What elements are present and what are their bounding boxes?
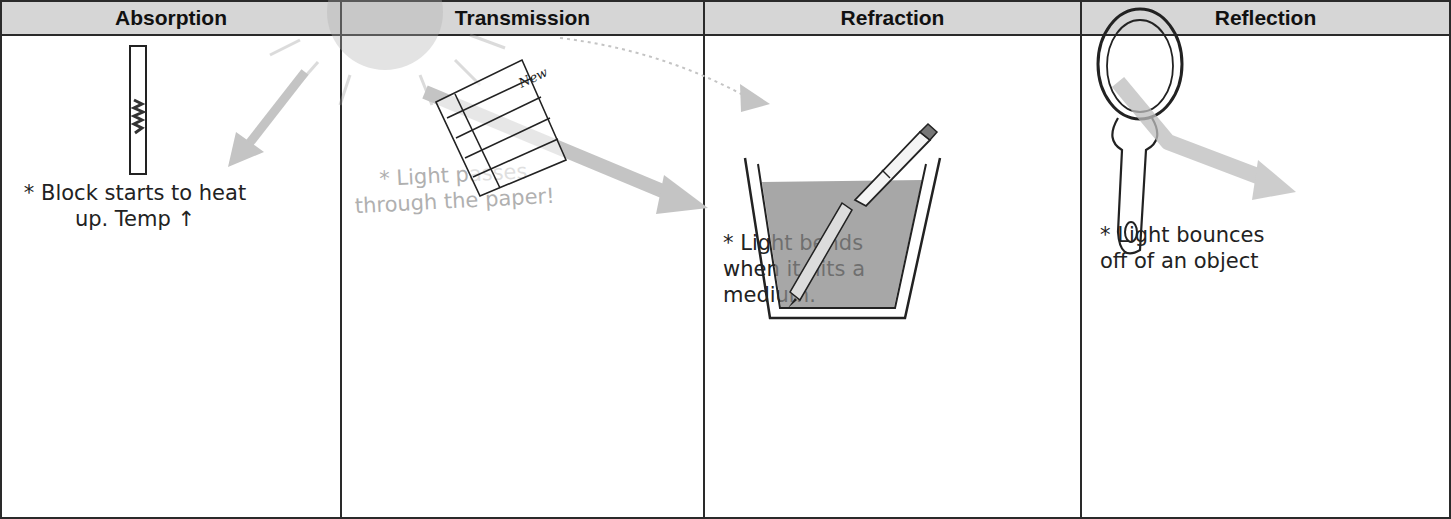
column-heading: Transmission <box>342 2 703 36</box>
table-column: Reflection * Light bounces off of an obje… <box>1080 0 1451 519</box>
table-column: Absorption * Block starts to heat up. Tem… <box>0 0 342 519</box>
column-heading: Reflection <box>1082 2 1449 36</box>
column-heading: Absorption <box>2 2 340 36</box>
handwritten-note: * Light bounces off of an object <box>1100 222 1282 274</box>
light-ray <box>228 72 305 167</box>
sun <box>270 0 505 105</box>
handwritten-note: * Light passes through the paper! <box>353 157 555 219</box>
light-ray <box>425 92 708 214</box>
table-column: Refraction * Light bends when it hits a m… <box>703 0 1082 519</box>
light-ray <box>1118 82 1296 200</box>
paper-label: New <box>516 64 550 90</box>
mirror <box>1098 9 1182 253</box>
block <box>130 46 146 174</box>
handwritten-note: * Block starts to heat up. Temp ↑ <box>10 180 260 232</box>
paper <box>436 60 566 196</box>
light-ray <box>560 38 770 112</box>
beaker <box>745 124 940 318</box>
column-heading: Refraction <box>705 2 1080 36</box>
handwritten-note: * Light bends when it hits a medium. <box>723 230 898 308</box>
